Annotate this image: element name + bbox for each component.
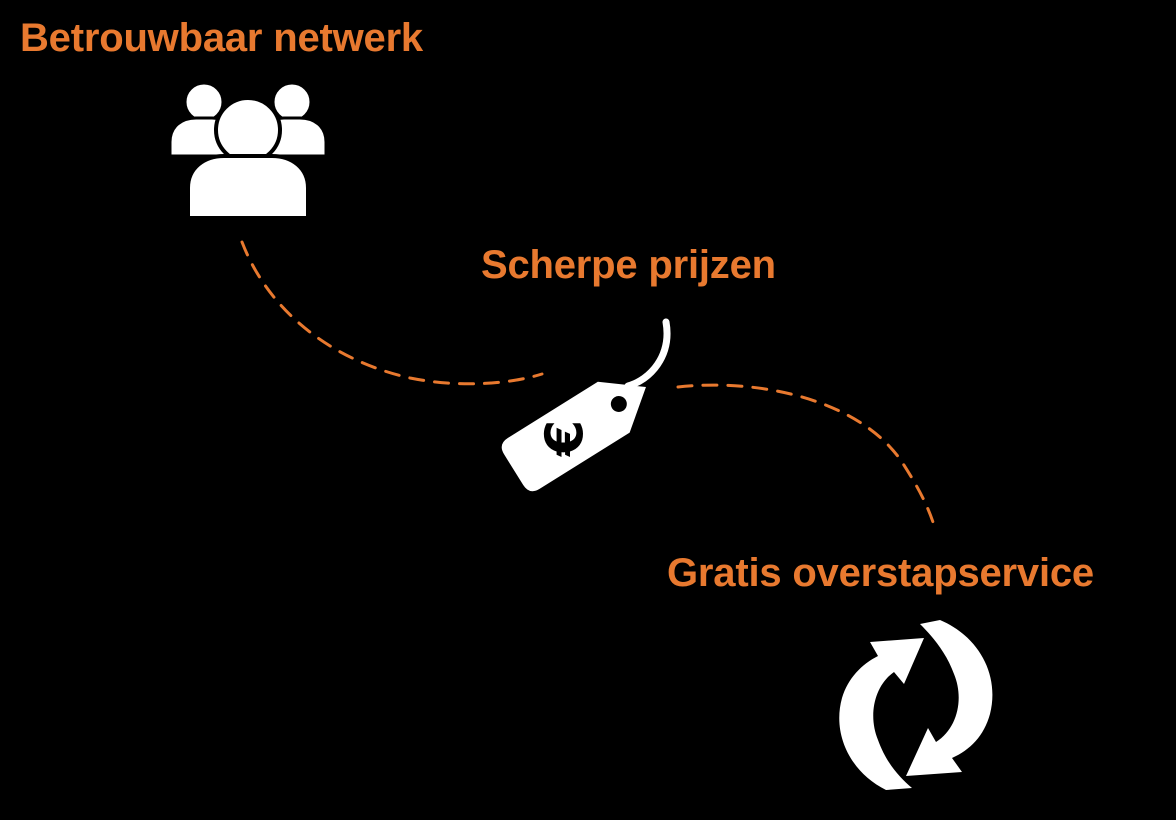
euro-price-tag-icon: € — [501, 318, 671, 492]
feature-title-prices: Scherpe prijzen — [481, 243, 776, 287]
feature-title-switch: Gratis overstapservice — [667, 551, 1094, 595]
refresh-cycle-icon — [839, 620, 993, 790]
feature-title-network: Betrouwbaar netwerk — [20, 16, 423, 60]
dashed-connector-segment-1 — [240, 240, 544, 386]
svg-text:€: € — [536, 420, 596, 457]
dashed-connector-segment-2 — [676, 383, 938, 534]
people-group-icon — [168, 82, 328, 220]
